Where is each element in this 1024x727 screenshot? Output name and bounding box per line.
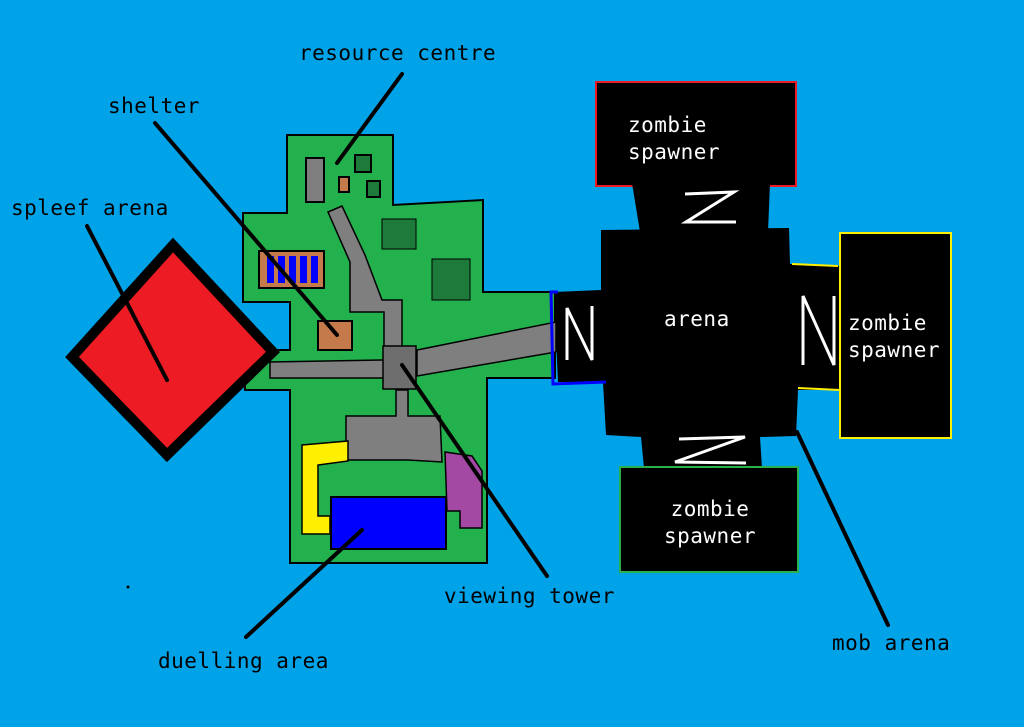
label-zombie-spawner-bottom-line1: zombie xyxy=(670,497,750,521)
label-viewing-tower: viewing tower xyxy=(444,584,615,608)
mob-arena-main xyxy=(554,228,842,468)
stray-dot xyxy=(126,585,130,589)
mob-arena-complex xyxy=(549,81,952,573)
plot-2 xyxy=(431,258,471,301)
label-zombie-spawner-top: zombie spawner xyxy=(628,112,720,167)
label-shelter: shelter xyxy=(108,94,201,118)
label-mob-arena: mob arena xyxy=(832,631,951,655)
resource-centre-block-4 xyxy=(366,180,381,198)
zombie-spawner-bottom xyxy=(619,466,799,573)
duelling-area xyxy=(330,496,447,550)
pointer-lines xyxy=(85,72,890,639)
label-zombie-spawner-top-line1: zombie xyxy=(628,113,707,137)
gate-right-border xyxy=(791,263,841,391)
zombie-spawner-right xyxy=(839,232,952,439)
plot-1 xyxy=(381,218,417,250)
label-zombie-spawner-right-line1: zombie xyxy=(848,311,927,335)
label-arena: arena xyxy=(664,307,730,331)
resource-centre-block-3 xyxy=(354,154,372,173)
viewing-tower xyxy=(382,345,417,390)
label-zombie-spawner-right-line2: spawner xyxy=(848,338,941,363)
gate-mark-left xyxy=(565,306,594,361)
gate-mark-right xyxy=(801,295,836,366)
label-spleef-arena: spleef arena xyxy=(11,196,169,220)
label-resource-centre: resource centre xyxy=(299,41,497,65)
gate-mark-bottom xyxy=(674,435,747,465)
label-duelling-area: duelling area xyxy=(158,649,329,673)
label-zombie-spawner-bottom: zombie spawner xyxy=(660,496,760,551)
gate-left-border xyxy=(549,290,607,386)
resource-centre-block-2 xyxy=(338,176,350,193)
label-zombie-spawner-top-line2: spawner xyxy=(628,140,721,165)
resource-centre-block-1 xyxy=(305,157,325,203)
zombie-spawner-top xyxy=(595,81,797,187)
duelling-frame-yellow xyxy=(301,440,349,535)
label-zombie-spawner-bottom-line2: spawner xyxy=(663,524,756,549)
paths xyxy=(269,205,557,463)
spleef-arena xyxy=(65,237,281,463)
label-zombie-spawner-right: zombie spawner xyxy=(848,310,940,365)
gate-mark-top xyxy=(680,190,740,224)
